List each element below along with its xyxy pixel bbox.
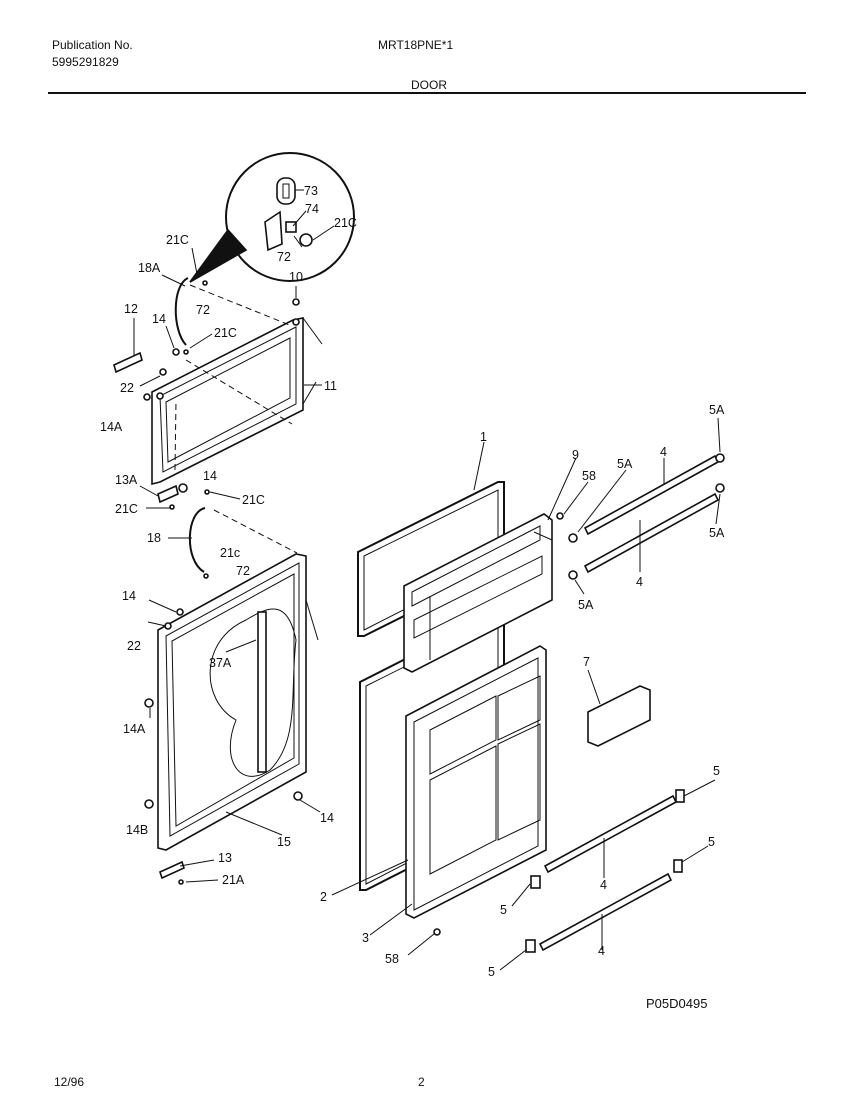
dairy-door-part bbox=[587, 685, 651, 747]
callout-5-left-1: 5 bbox=[500, 903, 507, 917]
callout-5-left-2: 5 bbox=[488, 965, 495, 979]
callout-22-low: 22 bbox=[127, 639, 141, 653]
hinge-cap-part bbox=[276, 177, 296, 205]
callout-14-hinge: 14 bbox=[203, 469, 217, 483]
callout-5a-right-2: 5A bbox=[709, 526, 725, 540]
callout-5a-top-right: 5A bbox=[709, 403, 725, 417]
callout-21c-top: 21C bbox=[166, 233, 189, 247]
callout-2: 2 bbox=[320, 890, 327, 904]
drawing-code: P05D0495 bbox=[646, 996, 708, 1011]
trim-strip bbox=[583, 492, 720, 574]
callout-15: 15 bbox=[277, 835, 291, 849]
callout-5a-1: 5A bbox=[617, 457, 633, 471]
trim-strip bbox=[583, 454, 720, 536]
publication-number: 5995291829 bbox=[52, 55, 119, 69]
callout-72-top: 72 bbox=[196, 303, 210, 317]
callout-1: 1 bbox=[480, 430, 487, 444]
freezer-door-liner bbox=[403, 513, 553, 673]
callout-72-low: 72 bbox=[236, 564, 250, 578]
callout-labels: 73 74 21C 72 21C 18A 72 10 12 14 21C 11 … bbox=[100, 184, 725, 979]
header-rule bbox=[48, 92, 806, 94]
callout-14a-low: 14A bbox=[123, 722, 146, 736]
door-foam-outline bbox=[209, 608, 297, 777]
model-number: MRT18PNE*1 bbox=[378, 38, 454, 52]
fresh-food-hinge-bar bbox=[188, 507, 206, 573]
callout-74: 74 bbox=[305, 202, 319, 216]
callout-10: 10 bbox=[289, 270, 303, 284]
trim-strip bbox=[543, 794, 678, 874]
callout-18: 18 bbox=[147, 531, 161, 545]
callout-5-right-1: 5 bbox=[713, 764, 720, 778]
callout-4-3: 4 bbox=[600, 878, 607, 892]
callout-14-top: 14 bbox=[152, 312, 166, 326]
detail-inset bbox=[189, 152, 355, 283]
revision-date: 12/96 bbox=[54, 1075, 85, 1089]
fresh-food-door-liner bbox=[405, 645, 547, 919]
callout-13: 13 bbox=[218, 851, 232, 865]
fresh-food-door-outer-panel bbox=[157, 553, 319, 851]
callout-7: 7 bbox=[583, 655, 590, 669]
callout-21c-low: 21c bbox=[220, 546, 240, 560]
callout-58-bottom: 58 bbox=[385, 952, 399, 966]
trim-strip bbox=[538, 872, 673, 952]
callout-5a-3: 5A bbox=[578, 598, 594, 612]
callout-14-low: 14 bbox=[122, 589, 136, 603]
freezer-door-outer-panel bbox=[151, 317, 323, 486]
handle-trim-part bbox=[113, 351, 143, 374]
callout-4-4: 4 bbox=[598, 944, 605, 958]
door-channel-part bbox=[257, 611, 267, 773]
callout-12: 12 bbox=[124, 302, 138, 316]
callout-5-right-2: 5 bbox=[708, 835, 715, 849]
callout-4-2: 4 bbox=[636, 575, 643, 589]
callout-4-1: 4 bbox=[660, 445, 667, 459]
callout-9: 9 bbox=[572, 448, 579, 462]
callout-73: 73 bbox=[304, 184, 318, 198]
callout-11: 11 bbox=[324, 379, 337, 393]
callout-37a: 37A bbox=[209, 656, 232, 670]
page-number: 2 bbox=[418, 1075, 425, 1089]
leader-lines bbox=[133, 247, 721, 971]
callout-21c-inset: 21C bbox=[334, 216, 357, 230]
callout-3: 3 bbox=[362, 931, 369, 945]
callout-18a: 18A bbox=[138, 261, 161, 275]
callout-21c-hinge-left: 21C bbox=[115, 502, 138, 516]
callout-21c-hinge-right: 21C bbox=[242, 493, 265, 507]
callout-21c-mid: 21C bbox=[214, 326, 237, 340]
publication-label: Publication No. bbox=[52, 38, 133, 52]
callout-13a: 13A bbox=[115, 473, 138, 487]
freezer-hinge-bar bbox=[174, 277, 189, 346]
callout-58-top: 58 bbox=[582, 469, 596, 483]
section-title: DOOR bbox=[411, 78, 447, 92]
callout-14a-top: 14A bbox=[100, 420, 123, 434]
callout-22-top: 22 bbox=[120, 381, 134, 395]
callout-14-bottom-right: 14 bbox=[320, 811, 334, 825]
callout-72-inset: 72 bbox=[277, 250, 291, 264]
callout-14b: 14B bbox=[126, 823, 148, 837]
callout-21a: 21A bbox=[222, 873, 245, 887]
